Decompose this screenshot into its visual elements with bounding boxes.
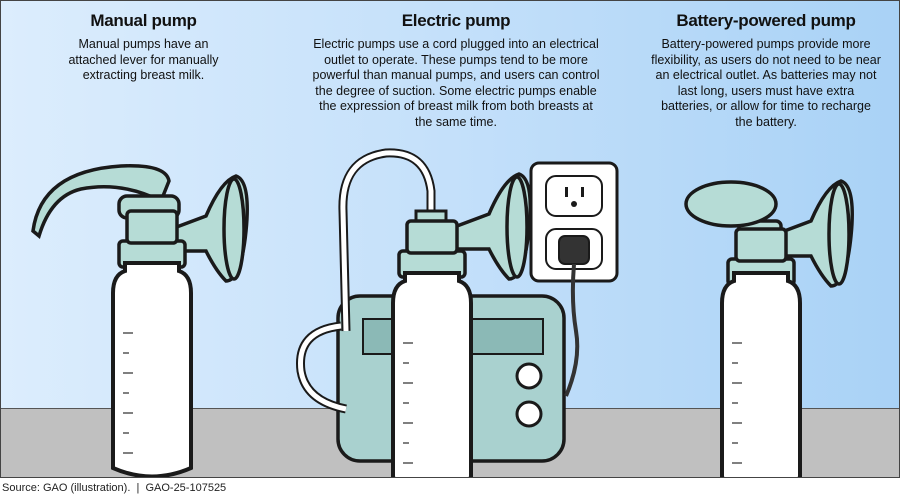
wall-outlet bbox=[529, 161, 619, 283]
battery-pump-illustration bbox=[684, 179, 854, 477]
electric-pump-panel: Electric pump Electric pumps use a cord … bbox=[311, 11, 601, 131]
panel-description: Manual pumps have an attached lever for … bbox=[68, 37, 219, 83]
manual-pump-illustration bbox=[31, 164, 249, 477]
panel-title: Electric pump bbox=[401, 11, 511, 30]
electric-pump-illustration bbox=[296, 148, 619, 477]
pump-illustrations bbox=[31, 148, 854, 477]
manual-pump-panel: Manual pump Manual pumps have an attache… bbox=[61, 11, 226, 84]
panel-title: Manual pump bbox=[90, 11, 197, 30]
panel-title: Battery-powered pump bbox=[676, 11, 856, 30]
illustration-frame: Manual pump Manual pumps have an attache… bbox=[0, 0, 900, 478]
panel-description: Battery-powered pumps provide more flexi… bbox=[651, 37, 881, 129]
panel-description: Electric pumps use a cord plugged into a… bbox=[312, 37, 600, 129]
battery-pump-panel: Battery-powered pump Battery-powered pum… bbox=[651, 11, 881, 131]
source-note: Source: GAO (illustration). | GAO-25-107… bbox=[2, 482, 227, 494]
